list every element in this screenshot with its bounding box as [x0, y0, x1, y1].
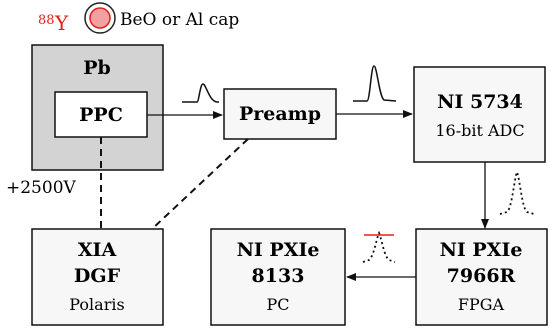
preamp-to-xia-dashed-line — [151, 138, 249, 230]
pb-label: Pb — [83, 57, 111, 79]
pulse-large-icon — [353, 65, 397, 102]
source-label: 88 Y — [38, 11, 69, 35]
xia-box — [31, 228, 164, 326]
xia-subtitle: Polaris — [69, 295, 124, 314]
cap-label: BeO or Al cap — [120, 10, 239, 30]
adc-subtitle: 16-bit ADC — [435, 121, 524, 140]
pulse-small-icon — [182, 83, 219, 103]
xia-title-line2: DGF — [74, 265, 121, 287]
fpga-title-line1: NI PXIe — [440, 239, 523, 261]
fpga-box — [415, 228, 548, 326]
pc-box — [210, 228, 346, 326]
pc-title-line1: NI PXIe — [237, 239, 320, 261]
ppc-box — [54, 91, 148, 138]
xia-title-line1: XIA — [78, 239, 117, 261]
isotope-symbol: Y — [54, 11, 69, 35]
adc-title: NI 5734 — [437, 91, 523, 113]
hv-label: +2500V — [6, 178, 77, 198]
threshold-pulse-icon — [362, 230, 396, 263]
fpga-title-line2: 7966R — [447, 265, 516, 287]
pc-subtitle: PC — [266, 295, 289, 314]
pc-title-line2: 8133 — [252, 265, 305, 287]
ppc-label: PPC — [79, 104, 123, 126]
source-cap-icon — [84, 2, 116, 34]
adc-box — [413, 66, 546, 163]
preamp-box — [223, 88, 337, 140]
preamp-label: Preamp — [239, 103, 321, 125]
digitized-pulse-icon — [499, 169, 535, 215]
isotope-mass: 88 — [38, 13, 55, 28]
fpga-subtitle: FPGA — [458, 295, 505, 314]
